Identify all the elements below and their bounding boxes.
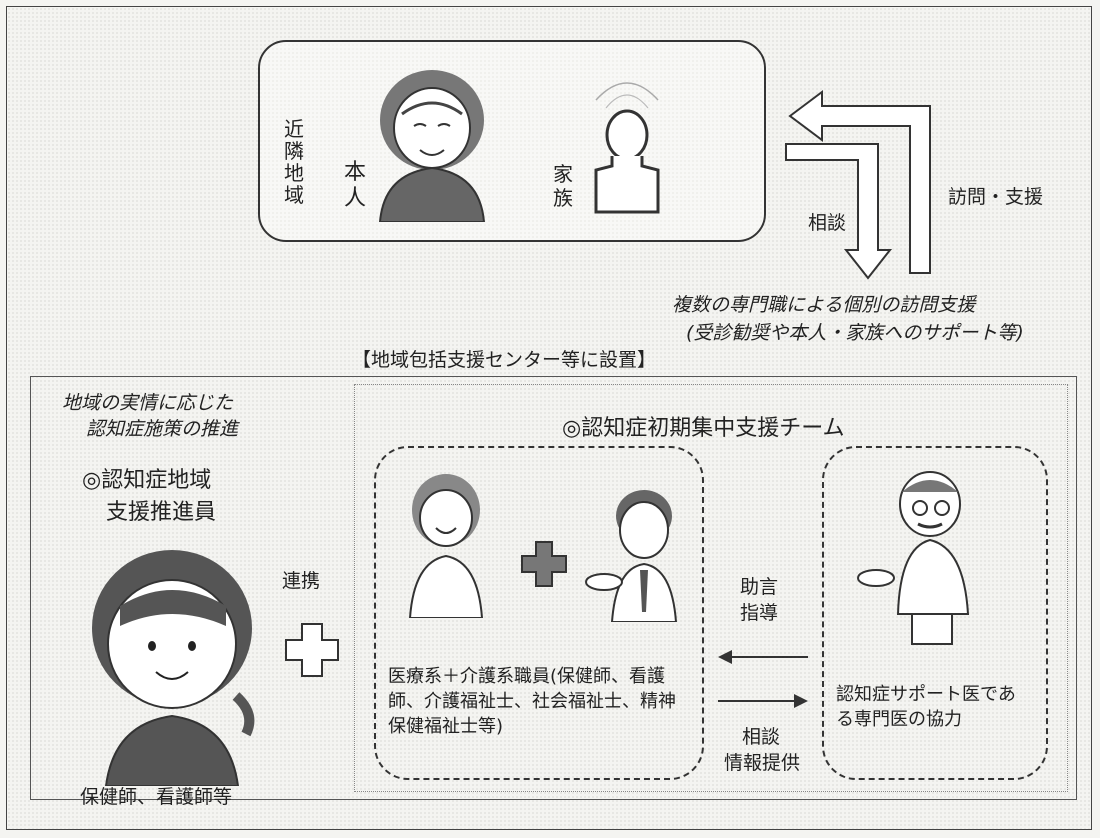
female-staff-illustration [408,474,484,618]
advice-label-line1: 助言 [740,576,779,598]
left-arrow-icon [718,650,808,664]
support-system-box [30,376,1077,800]
visit-support-arrow [788,90,931,274]
consult-label-line1: 相談 [742,726,781,748]
plus-cross-icon [521,541,567,587]
consult-label-line2: 情報提供 [724,752,801,774]
team-area [354,384,1068,792]
neighborhood-label: 近隣地域 [284,117,304,207]
promoter-title-line1: ◎認知症地域 [82,468,212,493]
consult-arrow [785,143,893,280]
plus-cross-icon [285,623,339,677]
visit-support-label: 訪問・支援 [948,186,1044,208]
doctor-illustration [857,471,970,645]
public-health-nurse-label: 保健師、看護師等 [80,786,233,808]
doctor-box [822,446,1048,780]
local-policy-line1: 地域の実情に応じた [62,392,234,414]
caption-line2: (受診勧奨や本人・家族へのサポート等) [686,322,1024,344]
elderly-person-illustration [378,70,486,222]
setting-label: 【地域包括支援センター等に設置】 [352,349,657,371]
team-title: ◎認知症初期集中支援チーム [562,416,845,441]
link-label: 連携 [282,570,321,592]
male-staff-illustration [585,490,678,622]
promoter-illustration [92,550,255,786]
right-arrow-icon [718,694,808,708]
advice-label-line2: 指導 [740,602,779,624]
family-silhouette [594,82,660,214]
promoter-title-line2: 支援推進員 [106,500,217,525]
home-box [258,40,766,242]
members-box [374,446,704,780]
consult-label: 相談 [808,212,847,234]
person-label: 本人 [344,160,367,211]
caption-line1: 複数の専門職による個別の訪問支援 [672,294,976,316]
local-policy-line2: 認知症施策の推進 [86,418,239,440]
members-text: 医療系＋介護系職員(保健師、看護師、介護福祉士、社会福祉士、精神保健福祉士等) [388,666,676,737]
family-label: 家族 [553,162,573,210]
doctor-text: 認知症サポート医である専門医の協力 [836,684,1016,730]
